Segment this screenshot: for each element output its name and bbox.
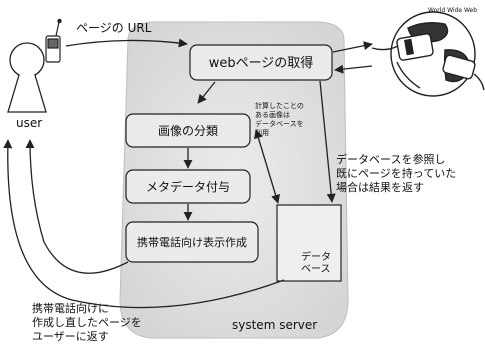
arrow-fetch-to-classify	[197, 81, 216, 104]
arrow-fetch-to-db	[319, 80, 336, 203]
database-label-1: データ	[301, 250, 331, 263]
mobile-view-label: 携帯電話向け表示作成	[137, 235, 247, 249]
arrow-www-to-fetch	[334, 64, 373, 74]
svg-text:既にページを持っていた: 既にページを持っていた	[336, 166, 456, 180]
svg-text:ある画像は: ある画像は	[255, 110, 290, 119]
metadata-box: メタデータ付与	[125, 169, 251, 204]
web-fetch-box: webページの取得	[189, 44, 333, 81]
page-url-label: ページの URL	[76, 21, 152, 35]
svg-text:計算したことの: 計算したことの	[255, 101, 304, 110]
mobile-phone-icon	[45, 18, 62, 63]
svg-text:利用: 利用	[255, 128, 269, 137]
arrow-db-to-user	[3, 139, 285, 309]
web-fetch-label: webページの取得	[209, 55, 314, 71]
arrow-classify-db-bidirectional	[254, 129, 280, 204]
arrow-mobile-to-user	[25, 139, 129, 274]
database-label-2: ベース	[301, 263, 331, 275]
user-figure	[7, 42, 47, 113]
svg-text:ユーザーに返す: ユーザーに返す	[32, 330, 109, 343]
classify-label: 画像の分類	[158, 124, 218, 138]
svg-text:携帯電話向けに: 携帯電話向けに	[32, 301, 109, 315]
database-box: データ ベース	[276, 204, 342, 282]
svg-text:作成し直したページを: 作成し直したページを	[32, 315, 142, 329]
svg-text:データベースを: データベースを	[255, 119, 304, 128]
arrow-user-to-fetch	[65, 38, 188, 48]
mobile-view-box: 携帯電話向け表示作成	[125, 221, 259, 263]
return-note: 携帯電話向けに 作成し直したページを ユーザーに返す	[32, 301, 142, 343]
cable-plug-icon	[371, 33, 485, 91]
www-label: World Wide Web	[428, 7, 477, 14]
system-server-label: system server	[232, 318, 317, 332]
svg-text:場合は結果を返す: 場合は結果を返す	[336, 180, 424, 194]
arrow-fetch-to-www	[332, 41, 373, 53]
metadata-label: メタデータ付与	[146, 179, 230, 194]
db-check-note: データベースを参照し 既にページを持っていた 場合は結果を返す	[336, 152, 456, 194]
svg-text:データベースを参照し: データベースを参照し	[336, 152, 445, 166]
globe-icon	[371, 11, 485, 97]
user-label: user	[16, 116, 42, 130]
db-register-note: 計算したことの ある画像は データベースを 利用	[255, 101, 304, 137]
classify-box: 画像の分類	[125, 113, 251, 148]
